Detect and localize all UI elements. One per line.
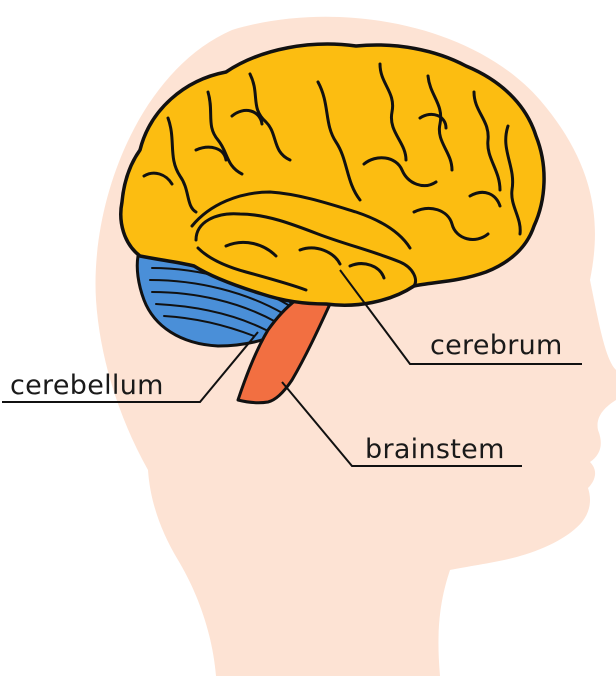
brainstem: [236, 298, 332, 405]
brainstem-leader: [281, 381, 522, 467]
cerebellum-label: cerebellum: [10, 370, 164, 401]
brainstem-label: brainstem: [365, 434, 505, 465]
cerebrum-leader: [339, 269, 582, 365]
cerebellum-leader: [2, 331, 259, 403]
leader-lines: [2, 269, 582, 467]
cerebrum: [119, 42, 546, 307]
cerebrum-label: cerebrum: [430, 330, 563, 361]
